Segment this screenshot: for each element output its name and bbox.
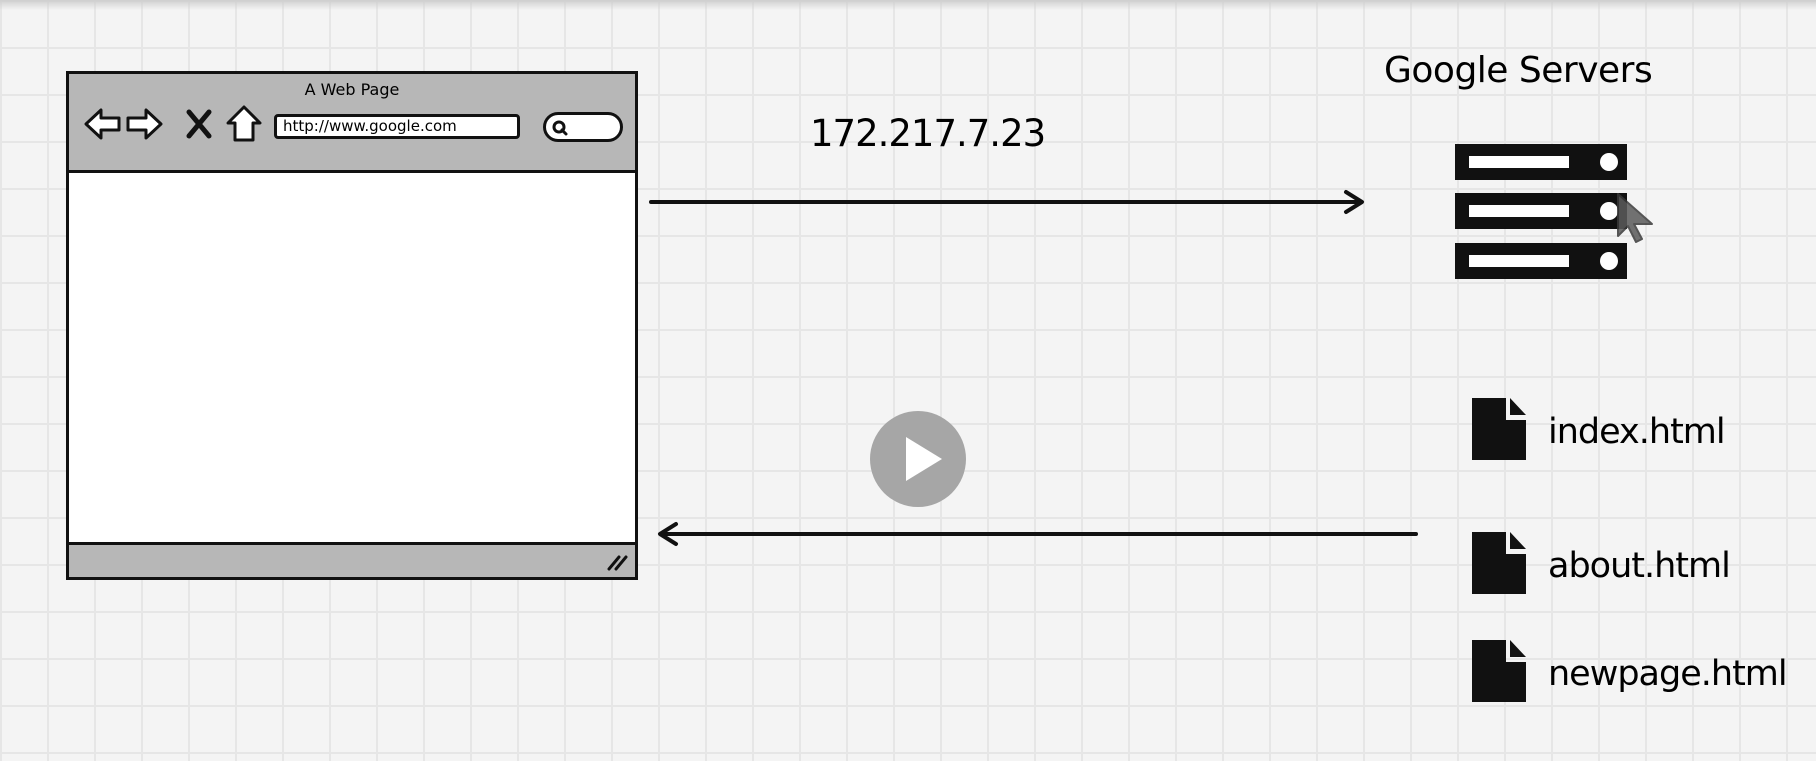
response-arrow	[658, 522, 1418, 546]
address-bar[interactable]: http://www.google.com	[274, 114, 520, 139]
file-name: newpage.html	[1548, 654, 1788, 694]
browser-mockup: A Web Page http://www.google.com	[66, 71, 638, 580]
back-arrow-icon[interactable]	[83, 104, 123, 144]
home-icon[interactable]	[224, 104, 264, 144]
top-shadow	[0, 0, 1816, 10]
forward-arrow-icon[interactable]	[124, 104, 164, 144]
request-arrow	[649, 190, 1364, 214]
servers-title: Google Servers	[1384, 50, 1653, 91]
file-icon	[1472, 640, 1526, 702]
play-button[interactable]	[870, 411, 966, 507]
close-icon[interactable]	[179, 104, 219, 144]
search-icon	[552, 120, 568, 136]
browser-content-area	[69, 170, 635, 545]
browser-title: A Web Page	[304, 80, 400, 99]
server-stack-icon	[1455, 144, 1627, 279]
file-name: about.html	[1548, 546, 1731, 586]
play-icon	[906, 437, 942, 481]
resize-grip-icon[interactable]	[605, 553, 629, 571]
file-icon	[1472, 532, 1526, 594]
cursor-icon	[1617, 193, 1653, 243]
file-icon	[1472, 398, 1526, 460]
file-name: index.html	[1548, 412, 1726, 452]
ip-address-label: 172.217.7.23	[810, 112, 1046, 155]
browser-search-box[interactable]	[543, 112, 623, 142]
